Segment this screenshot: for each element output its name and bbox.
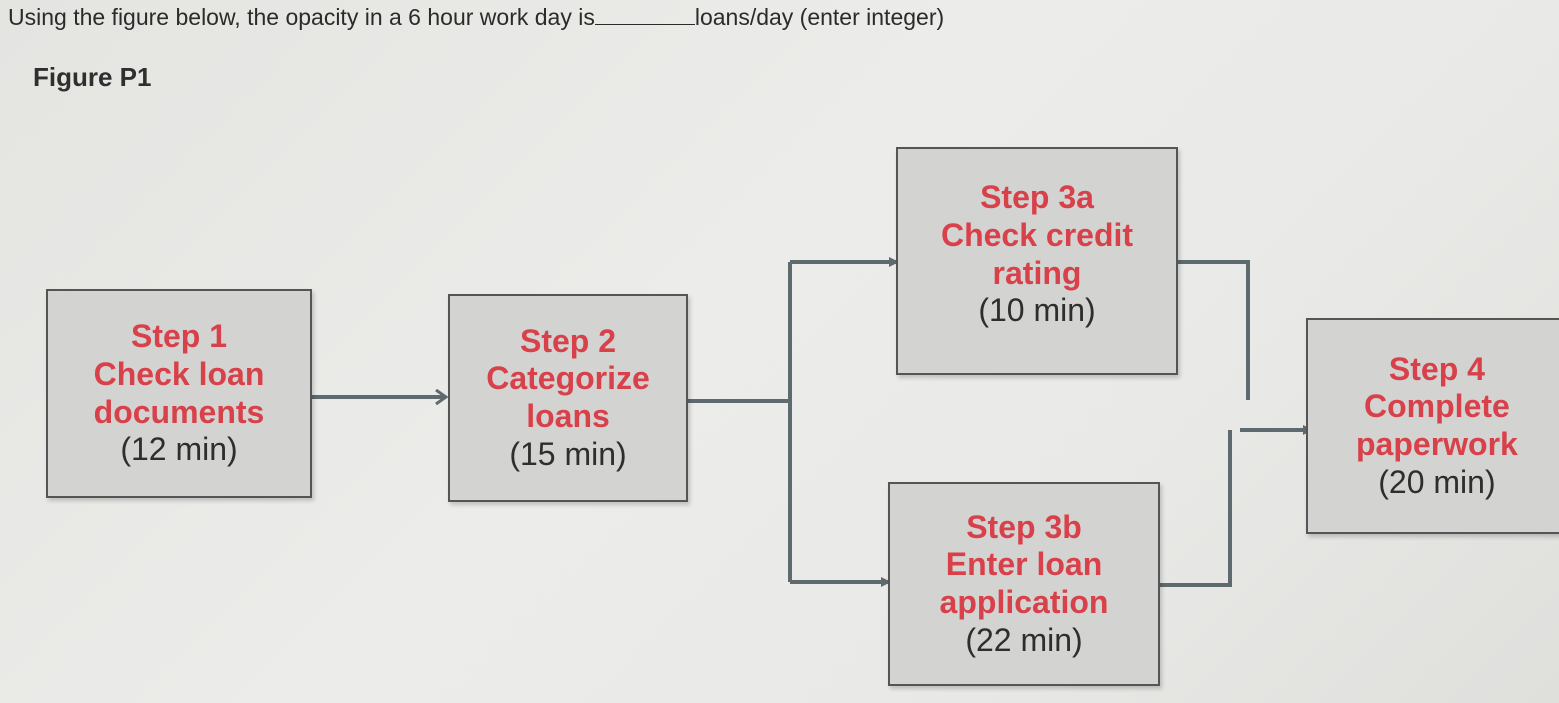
step-3b-label-line-2: application	[939, 584, 1109, 620]
connector-step3b-to-merge	[1156, 430, 1232, 587]
step-3a-title: Step 3a	[980, 179, 1094, 215]
question-prefix: Using the figure below, the opacity in a…	[8, 4, 595, 30]
question-text: Using the figure below, the opacity in a…	[8, 4, 944, 31]
step-2-duration: (15 min)	[509, 435, 627, 472]
figure-title: Figure P1	[33, 62, 152, 92]
step-3a-label-line-1: Check credit	[940, 216, 1134, 253]
step-1-box: Step 1 Check loan documents (12 min)	[46, 289, 312, 498]
step-1-title: Step 1	[130, 318, 228, 354]
step-1-label-line-2: documents	[93, 393, 265, 430]
step-2-label-line-1: Categorize	[486, 360, 650, 397]
step-3b-duration: (22 min)	[965, 621, 1083, 658]
step-4-title: Step 4	[1388, 350, 1485, 387]
step-2-label-line-2: loans	[526, 398, 610, 434]
step-4-box: Step 4 Complete paperwork (20 min)	[1306, 318, 1559, 534]
step-1-duration: (12 min)	[120, 431, 238, 468]
step-3a-box: Step 3a Check credit rating (10 min)	[896, 147, 1178, 375]
step-3b-label-line-1: Enter loan	[945, 546, 1103, 583]
step-4-label-line-1: Complete	[1364, 388, 1510, 425]
step-3a-label-line-2: rating	[992, 254, 1082, 291]
step-2-title: Step 2	[519, 322, 617, 359]
connector-step3a-to-merge	[1172, 260, 1250, 400]
step-2-box: Step 2 Categorize loans (15 min)	[448, 294, 688, 502]
step-3b-box: Step 3b Enter loan application (22 min)	[888, 482, 1160, 686]
step-1-label-line-1: Check loan	[93, 355, 265, 392]
answer-blank[interactable]	[594, 6, 695, 25]
step-3a-duration: (10 min)	[978, 292, 1096, 329]
step-4-duration: (20 min)	[1378, 463, 1496, 500]
question-suffix: loans/day (enter integer)	[694, 4, 945, 30]
step-4-label-line-2: paperwork	[1356, 426, 1518, 462]
step-3b-title: Step 3b	[966, 508, 1082, 545]
